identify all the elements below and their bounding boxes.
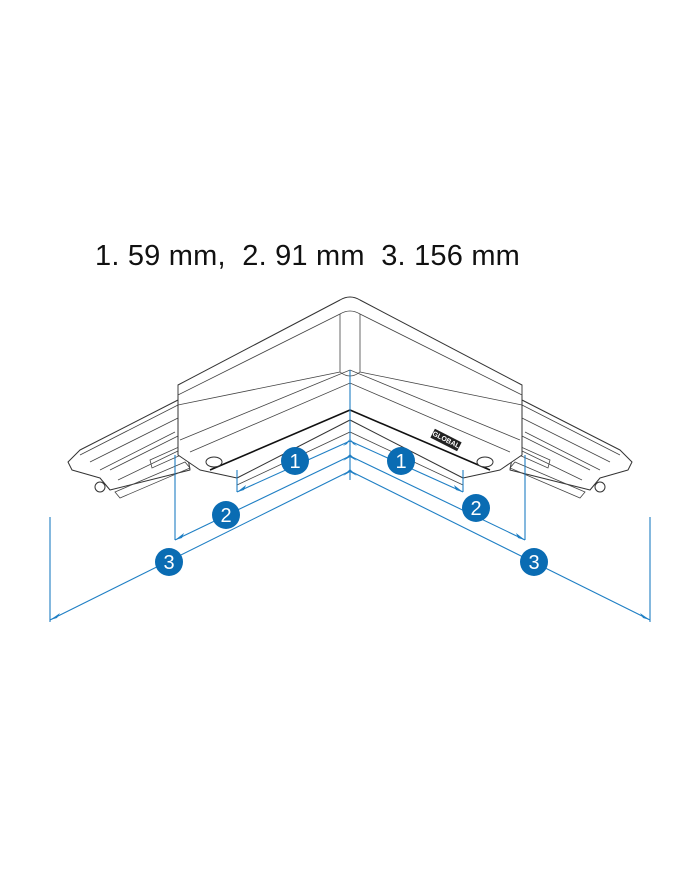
dimension-badge-3-left: 3 [155, 548, 183, 576]
svg-text:3: 3 [528, 552, 539, 574]
svg-text:2: 2 [220, 505, 231, 527]
dimension-badge-3-right: 3 [520, 548, 548, 576]
dimension-caption: 1. 59 mm, 2. 91 mm 3. 156 mm [95, 240, 521, 272]
svg-text:2: 2 [470, 498, 481, 520]
dimension-lines [49, 370, 651, 622]
right-screw-icon [476, 456, 494, 468]
dimension-badge-2-left: 2 [212, 501, 240, 529]
left-screw-icon [205, 456, 223, 468]
svg-text:3: 3 [163, 552, 174, 574]
dimension-3-line [49, 470, 651, 621]
svg-text:1: 1 [289, 451, 300, 473]
dimension-badge-1-left: 1 [281, 447, 309, 475]
left-track-rail [67, 399, 193, 499]
dimension-badge-2-right: 2 [462, 494, 490, 522]
dimension-badge-1-right: 1 [387, 447, 415, 475]
dimension-1-line [236, 440, 464, 493]
right-track-rail [507, 399, 633, 499]
svg-text:1: 1 [395, 451, 406, 473]
